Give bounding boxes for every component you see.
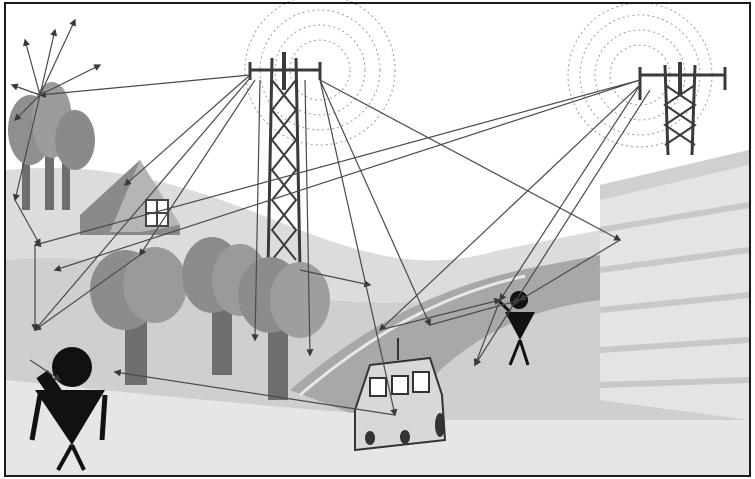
multistory-building [600, 150, 749, 420]
